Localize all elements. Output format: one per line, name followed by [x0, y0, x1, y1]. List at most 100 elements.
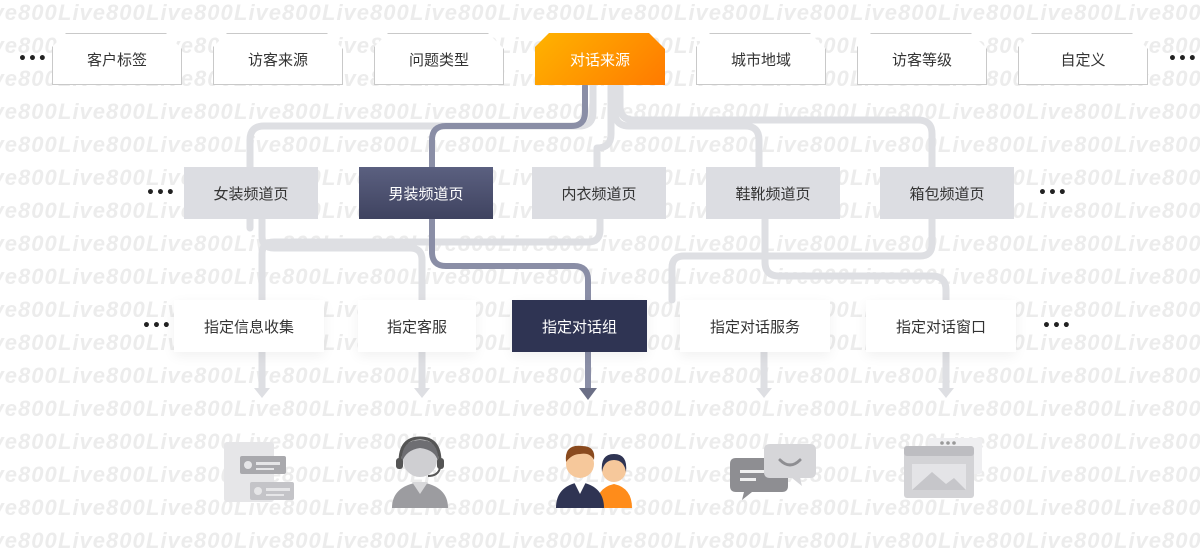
watermark-text: Live800 — [146, 264, 234, 289]
arrowhead-window — [938, 388, 954, 398]
connector-shoes-route — [761, 215, 950, 304]
action-assign-window[interactable]: 指定对话窗口 — [866, 300, 1016, 352]
more-channels-right[interactable]: ••• — [1038, 185, 1068, 201]
watermark-text: Live800 — [938, 0, 1026, 25]
watermark-text: Live800 — [850, 132, 938, 157]
watermark-text: Live800 — [1026, 396, 1114, 421]
watermark-text: Live800 — [1114, 165, 1200, 190]
watermark-text: Live800 — [498, 0, 586, 25]
watermark-text: Live800 — [850, 0, 938, 25]
watermark-text: Live800 — [146, 231, 234, 256]
watermark-text: Live800 — [938, 396, 1026, 421]
connector-source-to-underwear — [593, 82, 615, 171]
watermark-text: Live800 — [322, 132, 410, 157]
chat-bubbles-icon — [730, 444, 816, 500]
watermark-text: Live800 — [322, 528, 410, 550]
watermark-text: Live800 — [762, 495, 850, 520]
source-tag-label: 对话来源 — [569, 50, 630, 69]
more-sources-left[interactable]: ••• — [18, 51, 48, 67]
action-label: 指定客服 — [386, 317, 447, 336]
source-tag-label: 问题类型 — [408, 50, 469, 69]
source-tag-dialog-origin[interactable]: 对话来源 — [535, 33, 665, 85]
watermark-text: Live800 — [322, 429, 410, 454]
watermark-text: Live800 — [0, 297, 58, 322]
watermark-text: Live800 — [58, 165, 146, 190]
watermark-text: Live800 — [674, 264, 762, 289]
watermark-text: Live800 — [1114, 99, 1200, 124]
watermark-text: Live800 — [146, 0, 234, 25]
watermark-text: Live800 — [0, 396, 58, 421]
source-tag-label: 访客来源 — [247, 50, 308, 69]
watermark-text: Live800 — [58, 198, 146, 223]
action-label: 指定对话组 — [541, 317, 617, 336]
watermark-text: Live800 — [1026, 330, 1114, 355]
watermark-text: Live800 — [146, 99, 234, 124]
action-assign-service[interactable]: 指定对话服务 — [680, 300, 830, 352]
source-tag-custom[interactable]: 自定义 — [1018, 33, 1148, 85]
watermark-text: Live800 — [1026, 462, 1114, 487]
watermark-text: Live800 — [58, 363, 146, 388]
watermark-text: Live800 — [1114, 462, 1200, 487]
watermark-text: Live800 — [674, 429, 762, 454]
watermark-row: Live800Live800Live800Live800Live800Live8… — [0, 0, 1200, 26]
source-tag-visitor-origin[interactable]: 访客来源 — [213, 33, 343, 85]
watermark-text: Live800 — [0, 132, 58, 157]
watermark-text: Live800 — [938, 132, 1026, 157]
form-cards-icon — [224, 442, 294, 502]
source-tag-visitor-level[interactable]: 访客等级 — [857, 33, 987, 85]
watermark-text: Live800 — [0, 33, 58, 58]
watermark-text: Live800 — [498, 99, 586, 124]
action-info-collection[interactable]: 指定信息收集 — [174, 300, 324, 352]
channel-label: 箱包频道页 — [909, 184, 985, 203]
action-label: 指定对话窗口 — [895, 317, 986, 336]
watermark-text: Live800 — [674, 396, 762, 421]
watermark-text: Live800 — [498, 528, 586, 550]
source-tag-question-type[interactable]: 问题类型 — [374, 33, 504, 85]
watermark-text: Live800 — [1114, 363, 1200, 388]
action-assign-group[interactable]: 指定对话组 — [512, 300, 647, 352]
watermark-text: Live800 — [322, 99, 410, 124]
channel-bags[interactable]: 箱包频道页 — [880, 167, 1014, 219]
connector-source-to-shoes — [611, 82, 763, 171]
watermark-text: Live800 — [586, 363, 674, 388]
watermark-text: Live800 — [1114, 198, 1200, 223]
watermark-text: Live800 — [146, 528, 234, 550]
more-sources-right[interactable]: ••• — [1168, 51, 1198, 67]
watermark-text: Live800 — [58, 297, 146, 322]
arrowhead-info — [254, 388, 270, 398]
watermark-text: Live800 — [0, 165, 58, 190]
more-actions-right[interactable]: ••• — [1042, 318, 1072, 334]
more-channels-left[interactable]: ••• — [146, 185, 176, 201]
channel-mens[interactable]: 男装频道页 — [359, 167, 493, 219]
watermark-text: Live800 — [674, 132, 762, 157]
action-label: 指定对话服务 — [709, 317, 800, 336]
source-tag-city-region[interactable]: 城市地域 — [696, 33, 826, 85]
watermark-text: Live800 — [58, 330, 146, 355]
channel-shoes[interactable]: 鞋靴频道页 — [706, 167, 840, 219]
watermark-text: Live800 — [410, 99, 498, 124]
more-actions-left[interactable]: ••• — [142, 318, 172, 334]
watermark-text: Live800 — [586, 462, 674, 487]
watermark-text: Live800 — [1114, 132, 1200, 157]
source-tag-label: 访客等级 — [891, 50, 952, 69]
connector-womens-to-agent — [258, 215, 426, 304]
channel-womens[interactable]: 女装频道页 — [184, 167, 318, 219]
watermark-text: Live800 — [0, 66, 58, 91]
watermark-text: Live800 — [1114, 330, 1200, 355]
channel-label: 鞋靴频道页 — [735, 184, 811, 203]
source-tag-customer-label[interactable]: 客户标签 — [52, 33, 182, 85]
watermark-text: Live800 — [674, 363, 762, 388]
channel-underwear[interactable]: 内衣频道页 — [532, 167, 666, 219]
watermark-text: Live800 — [850, 495, 938, 520]
watermark-text: Live800 — [498, 132, 586, 157]
watermark-text: Live800 — [498, 396, 586, 421]
watermark-text: Live800 — [1114, 429, 1200, 454]
watermark-text: Live800 — [762, 528, 850, 550]
watermark-text: Live800 — [1026, 165, 1114, 190]
watermark-text: Live800 — [1026, 198, 1114, 223]
watermark-text: Live800 — [1026, 429, 1114, 454]
action-assign-agent[interactable]: 指定客服 — [358, 300, 476, 352]
connector-source-to-bags — [616, 82, 936, 171]
channel-label: 内衣频道页 — [561, 184, 637, 203]
watermark-text: Live800 — [410, 132, 498, 157]
